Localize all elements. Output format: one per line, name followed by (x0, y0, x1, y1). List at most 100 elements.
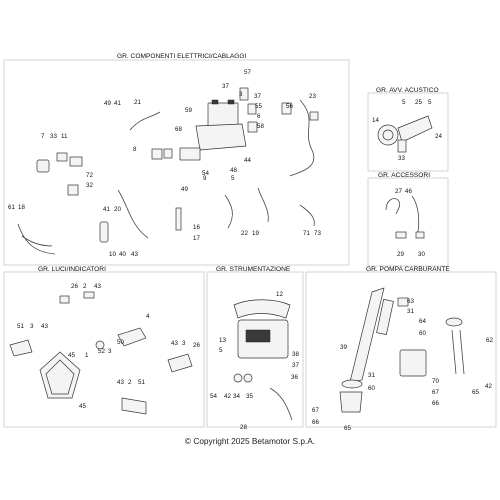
callout-number-electrical: 33 (50, 133, 57, 140)
callout-number-electrical: 57 (244, 69, 251, 76)
electrical-parts (17, 87, 319, 255)
callout-number-electrical: 55 (255, 103, 262, 110)
callout-number-lights: 2 (83, 283, 87, 290)
callout-number-horn: 14 (372, 117, 379, 124)
accessory-bracket-drawing (385, 198, 401, 215)
callout-number-electrical: 68 (175, 126, 182, 133)
panel-lights (3, 271, 205, 428)
callout-number-lights: 51 (17, 323, 24, 330)
callout-number-electrical: 5 (231, 175, 235, 182)
callout-number-lights: 50 (117, 339, 124, 346)
callout-number-lights: 45 (68, 352, 75, 359)
callout-number-lights: 51 (138, 379, 145, 386)
callout-number-instruments: 42 (224, 393, 231, 400)
instruments-parts (233, 299, 293, 421)
callout-number-electrical: 43 (131, 251, 138, 258)
callout-number-horn: 25 (415, 99, 422, 106)
callout-number-electrical: 8 (133, 146, 137, 153)
callout-number-electrical: 71 (303, 230, 310, 237)
callout-number-fuel-pump: 42 (485, 383, 492, 390)
callout-number-electrical: 10 (109, 251, 116, 258)
callout-number-instruments: 36 (291, 374, 298, 381)
callout-number-lights: 43 (117, 379, 124, 386)
callout-number-electrical: 37 (254, 93, 261, 100)
callout-number-electrical: 20 (114, 206, 121, 213)
callout-number-fuel-pump: 65 (472, 389, 479, 396)
callout-number-fuel-pump: 60 (419, 330, 426, 337)
panel-accessories (367, 177, 449, 267)
callout-number-lights: 43 (41, 323, 48, 330)
callout-number-electrical: 59 (185, 107, 192, 114)
callout-number-instruments: 28 (240, 424, 247, 431)
group-title-fuel-pump: GR. POMPA CARBURANTE (366, 266, 450, 273)
group-title-instruments: GR. STRUMENTAZIONE (216, 266, 291, 273)
copyright-footer: © Copyright 2025 Betamotor S.p.A. (184, 436, 316, 446)
callout-number-instruments: 34 (233, 393, 240, 400)
callout-number-lights: 2 (128, 379, 132, 386)
callout-number-horn: 5 (428, 99, 432, 106)
callout-number-lights: 4 (146, 313, 150, 320)
callout-number-instruments: 12 (276, 291, 283, 298)
callout-number-fuel-pump: 67 (432, 389, 439, 396)
callout-number-instruments: 13 (219, 337, 226, 344)
panel-fuel-pump (305, 271, 497, 428)
group-title-accessories: GR. ACCESSORI (378, 172, 430, 179)
callout-number-lights: 1 (85, 352, 89, 359)
accessories-parts (385, 195, 425, 239)
group-title-horn: GR. AVV. ACUSTICO (376, 87, 439, 94)
callout-number-electrical: 58 (257, 123, 264, 130)
callout-number-electrical: 56 (286, 103, 293, 110)
callout-number-electrical: 37 (222, 83, 229, 90)
callout-number-electrical: 19 (252, 230, 259, 237)
panel-horn (367, 92, 449, 172)
callout-number-electrical: 72 (86, 172, 93, 179)
callout-number-accessories: 29 (397, 251, 404, 258)
callout-number-fuel-pump: 65 (344, 425, 351, 432)
callout-number-electrical: 48 (230, 167, 237, 174)
callout-number-electrical: 6 (257, 113, 261, 120)
horn-parts (377, 115, 433, 153)
callout-number-lights: 26 (71, 283, 78, 290)
callout-number-electrical: 7 (41, 133, 45, 140)
callout-number-electrical: 44 (244, 157, 251, 164)
lights-parts (9, 291, 193, 415)
fuel-pump-drawing (349, 287, 385, 383)
callout-number-electrical: 23 (309, 93, 316, 100)
callout-number-electrical: 3 (239, 91, 243, 98)
callout-number-lights: 43 (94, 283, 101, 290)
callout-number-accessories: 46 (405, 188, 412, 195)
callout-number-electrical: 40 (119, 251, 126, 258)
callout-number-fuel-pump: 67 (312, 407, 319, 414)
callout-number-fuel-pump: 64 (419, 318, 426, 325)
panel-instruments (206, 271, 304, 428)
group-title-electrical: GR. COMPONENTI ELETTRICI/CABLAGGI (117, 53, 246, 60)
callout-number-fuel-pump: 31 (368, 372, 375, 379)
callout-number-electrical: 54 (202, 170, 209, 177)
callout-number-electrical: 41 (114, 100, 121, 107)
group-title-lights: GR. LUCI/INDICATORI (38, 266, 106, 273)
callout-number-instruments: 35 (246, 393, 253, 400)
panel-electrical (3, 59, 350, 266)
callout-number-lights: 45 (79, 403, 86, 410)
callout-number-fuel-pump: 66 (312, 419, 319, 426)
callout-number-electrical: 73 (314, 230, 321, 237)
callout-number-electrical: 9 (203, 175, 207, 182)
callout-number-instruments: 37 (292, 362, 299, 369)
indicator-drawing (9, 339, 33, 357)
callout-number-electrical: 16 (193, 224, 200, 231)
callout-number-accessories: 30 (418, 251, 425, 258)
callout-number-fuel-pump: 60 (368, 385, 375, 392)
callout-number-instruments: 5 (219, 347, 223, 354)
callout-number-fuel-pump: 39 (340, 344, 347, 351)
callout-number-electrical: 49 (104, 100, 111, 107)
battery-tray-drawing (195, 123, 247, 151)
callout-number-electrical: 22 (241, 230, 248, 237)
callout-number-fuel-pump: 70 (432, 378, 439, 385)
callout-number-electrical: 41 (103, 206, 110, 213)
callout-number-electrical: 18 (18, 204, 25, 211)
wiring-harness-drawing (289, 99, 315, 177)
callout-number-electrical: 17 (193, 235, 200, 242)
callout-number-fuel-pump: 66 (432, 400, 439, 407)
